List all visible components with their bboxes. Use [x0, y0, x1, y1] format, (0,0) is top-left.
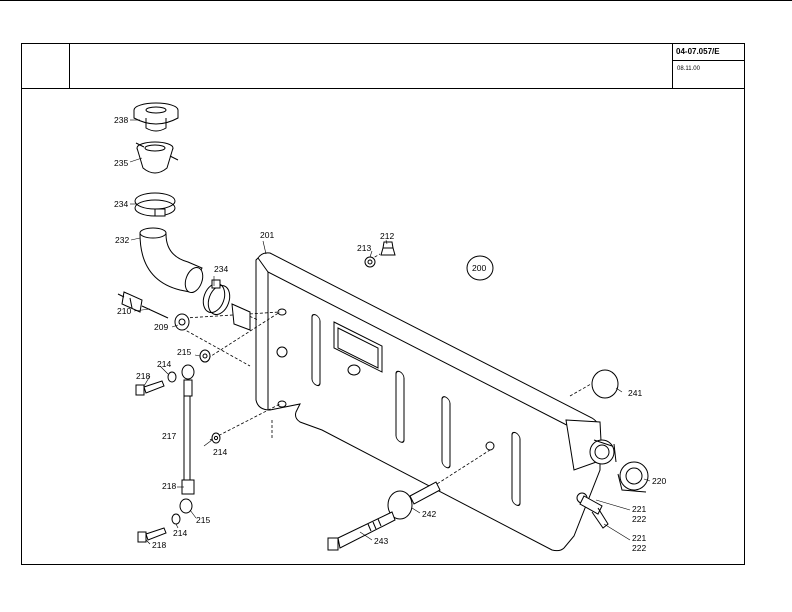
callout-218-mid: 218 [162, 481, 176, 491]
callout-214-bottom: 214 [173, 528, 187, 538]
callout-201: 201 [260, 230, 274, 240]
cover-241 [591, 369, 619, 399]
tank-body [255, 252, 617, 552]
callout-218-bottom: 218 [152, 540, 166, 550]
title-block-number-rule [672, 60, 745, 61]
drawing-number: 04-07.057/E [676, 47, 720, 56]
washer-214-mid [211, 432, 221, 444]
callout-222-b: 222 [632, 543, 646, 553]
plug-212 [380, 241, 396, 256]
title-block-divider-left [69, 43, 70, 89]
sender-210 [117, 291, 169, 319]
bolt-243 [327, 511, 396, 551]
callout-232: 232 [115, 235, 129, 245]
callout-209: 209 [154, 322, 168, 332]
title-block-divider-right [672, 43, 673, 89]
disc-242 [387, 481, 441, 520]
hose-clamp-234-top [134, 192, 176, 217]
callout-214-mid: 214 [213, 447, 227, 457]
hose-clamp-234-side [202, 279, 231, 316]
banjo-bottom [171, 479, 195, 525]
callout-241: 241 [628, 388, 642, 398]
callout-213: 213 [357, 243, 371, 253]
callout-235: 235 [114, 158, 128, 168]
top-rule [0, 0, 792, 1]
filler-neck-235 [135, 141, 179, 174]
callout-200-circle [466, 255, 494, 281]
callout-220: 220 [652, 476, 666, 486]
bolt-218-top [135, 380, 165, 396]
callout-243: 243 [374, 536, 388, 546]
callout-200: 200 [472, 263, 486, 273]
callout-238: 238 [114, 115, 128, 125]
pipe-217 [183, 395, 191, 481]
callout-215-bottom: 215 [196, 515, 210, 525]
washer-209 [174, 313, 190, 331]
cap-220 [617, 461, 649, 493]
filler-cap-238 [133, 102, 179, 132]
callout-234-top: 234 [114, 199, 128, 209]
washer-215-top [199, 349, 211, 363]
callout-210: 210 [117, 306, 131, 316]
hose-232 [139, 227, 204, 294]
drawing-date: 08.11.00 [677, 66, 700, 72]
callout-221-a: 221 [632, 504, 646, 514]
callout-221-b: 221 [632, 533, 646, 543]
bolt-218-bottom [137, 527, 167, 543]
title-block-bottom-rule [21, 88, 745, 89]
callout-218-top: 218 [136, 371, 150, 381]
drawing-frame [21, 43, 745, 565]
tank-inlet-stub [231, 303, 251, 331]
leader-lines [129, 119, 651, 545]
banjo-top [167, 364, 195, 397]
callout-242: 242 [422, 509, 436, 519]
callout-222-a: 222 [632, 514, 646, 524]
callout-215-top: 215 [177, 347, 191, 357]
callout-234-side: 234 [214, 264, 228, 274]
callout-212: 212 [380, 231, 394, 241]
callout-214-top: 214 [157, 359, 171, 369]
washer-213 [364, 256, 376, 268]
callout-217: 217 [162, 431, 176, 441]
